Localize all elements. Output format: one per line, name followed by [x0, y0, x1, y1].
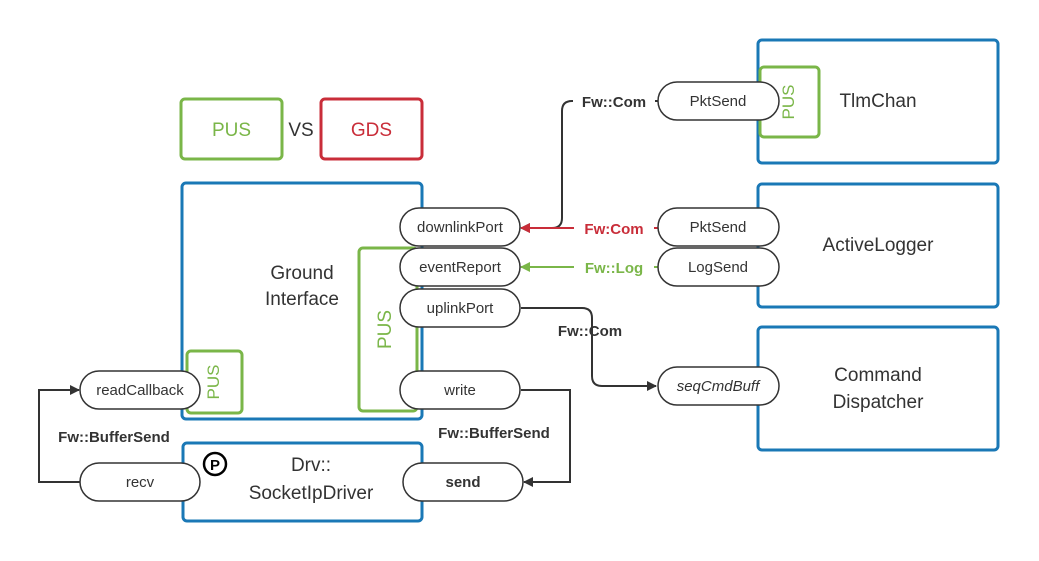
command-dispatcher-box[interactable] [756, 325, 1000, 452]
ports: downlinkPort eventReport uplinkPort writ… [79, 81, 780, 502]
read-callback-pus-label: PUS [204, 365, 223, 400]
uplink-port-label: uplinkPort [427, 300, 495, 317]
downlink-port-label: downlinkPort [417, 219, 504, 236]
socket-driver-component[interactable]: Drv:: SocketIpDriver P [181, 441, 424, 523]
log-label-bg [574, 257, 654, 277]
recv-port-label: recv [126, 474, 155, 491]
ground-interface-pus-label: PUS [375, 310, 396, 349]
tlm-com-label-bg [573, 91, 655, 111]
event-report-port[interactable] [399, 247, 521, 287]
legend-gds-box [319, 97, 424, 161]
socket-driver-title-line2: SocketIpDriver [249, 483, 374, 504]
socket-driver-title-line1: Drv:: [291, 455, 331, 476]
legend-pus-box [179, 97, 284, 161]
uplink-com-label: Fw::Com [558, 323, 622, 340]
tlm-pkt-send-port-label: PktSend [690, 93, 747, 110]
ground-interface-pus-box [357, 246, 419, 413]
tlm-chan-pus-label: PUS [779, 85, 798, 120]
command-dispatcher-title-line1: Command [834, 365, 922, 386]
write-port[interactable] [399, 370, 521, 410]
buffer-send-left-label: Fw::BufferSend [58, 429, 170, 446]
command-dispatcher-title-line2: Dispatcher [833, 392, 924, 413]
legend: PUS VS GDS [179, 97, 424, 161]
send-port[interactable] [402, 462, 524, 502]
buffer-send-left-connection [38, 385, 81, 483]
tlm-pkt-send-port[interactable] [657, 81, 780, 121]
command-dispatcher-component[interactable]: Command Dispatcher [756, 325, 1000, 452]
buffer-send-right-label: Fw::BufferSend [438, 425, 550, 442]
read-callback-port-label: readCallback [96, 382, 184, 399]
seq-cmd-buff-port[interactable] [657, 366, 780, 406]
tlm-chan-title: TlmChan [839, 91, 916, 112]
log-send-port-label: LogSend [688, 259, 748, 276]
ground-interface-title-line1: Ground [270, 263, 333, 284]
logger-com-label: Fw:Com [584, 221, 643, 238]
event-report-port-label: eventReport [419, 259, 502, 276]
ground-interface-component[interactable]: Ground Interface PUS [180, 181, 424, 421]
tlm-com-label: Fw::Com [582, 94, 646, 111]
legend-pus-label: PUS [212, 120, 251, 141]
send-port-label: send [445, 474, 480, 491]
tlm-chan-component[interactable]: TlmChan [756, 38, 1000, 165]
active-logger-component[interactable]: ActiveLogger [756, 182, 1000, 309]
recv-port[interactable] [79, 462, 201, 502]
tlm-com-connection [520, 100, 660, 233]
write-port-label: write [443, 382, 476, 399]
logger-pkt-send-port-label: PktSend [690, 219, 747, 236]
logger-pkt-send-port[interactable] [657, 207, 780, 247]
logger-com-label-bg [574, 218, 654, 238]
log-label: Fw::Log [585, 260, 643, 277]
log-send-port[interactable] [657, 247, 780, 287]
buffer-send-right-connection [521, 389, 571, 487]
read-callback-port[interactable] [79, 370, 201, 410]
pus-overlays: PUS PUS [204, 85, 798, 400]
legend-gds-label: GDS [351, 120, 392, 141]
downlink-port[interactable] [399, 207, 521, 247]
legend-vs-label: VS [288, 120, 313, 141]
active-logger-title: ActiveLogger [823, 235, 935, 256]
uplink-port[interactable] [399, 288, 521, 328]
ground-interface-title-line2: Interface [265, 289, 339, 310]
uplink-com-connection [521, 307, 657, 391]
passive-badge-letter: P [210, 457, 220, 474]
seq-cmd-buff-port-label: seqCmdBuff [677, 378, 761, 395]
passive-badge-icon [202, 451, 228, 477]
connection-labels: Fw::Com Fw:Com Fw::Log Fw::Com Fw::Buffe… [58, 91, 655, 446]
